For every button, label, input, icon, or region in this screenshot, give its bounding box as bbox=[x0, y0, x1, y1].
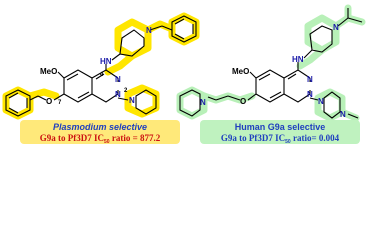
left-o-label: O bbox=[46, 97, 52, 106]
left-piperidine-n-label: N bbox=[146, 26, 152, 35]
right-nh-label: HN bbox=[292, 55, 304, 64]
left-position-7: 7 bbox=[58, 100, 62, 106]
right-ring-n-label: N bbox=[200, 98, 206, 107]
left-atoms: HN N N N MeO O N 4 7 2 bbox=[40, 26, 152, 106]
right-n1-label: N bbox=[307, 90, 313, 99]
right-meo-label: MeO bbox=[232, 67, 249, 76]
structure-diagram: HN N N N MeO O N 4 7 2 bbox=[2, 4, 366, 145]
left-position-4: 4 bbox=[100, 72, 104, 78]
left-caption-title: Plasmodium selective bbox=[53, 122, 147, 132]
right-caption-ratio: G9a to Pf3D7 IC50 ratio= 0.004 bbox=[221, 133, 340, 145]
right-n3-label: N bbox=[307, 75, 313, 84]
right-piperazine-n1-label: N bbox=[318, 97, 324, 106]
right-ratio-prefix: G9a to Pf3D7 IC bbox=[221, 133, 285, 143]
right-piperidine-n-label: N bbox=[333, 23, 339, 32]
left-pip2-n-label: N bbox=[129, 96, 135, 105]
right-ratio-suffix: ratio= 0.004 bbox=[291, 133, 340, 143]
right-caption-box bbox=[200, 120, 360, 144]
left-bonds bbox=[5, 15, 197, 117]
right-piperazine-n4-label: N bbox=[340, 110, 346, 119]
right-caption: Human G9a selective G9a to Pf3D7 IC50 ra… bbox=[200, 120, 360, 145]
left-ratio-prefix: G9a to Pf3D7 IC bbox=[40, 133, 104, 143]
right-molecule: HN N N N MeO O N N N bbox=[176, 4, 366, 122]
left-caption-box bbox=[20, 120, 180, 144]
left-meo-label: MeO bbox=[40, 67, 57, 76]
left-n3-label: N bbox=[115, 75, 121, 84]
left-nh-label: HN bbox=[100, 57, 112, 66]
right-o-label: O bbox=[240, 97, 246, 106]
left-molecule: HN N N N MeO O N 4 7 2 bbox=[2, 12, 200, 120]
left-highlight bbox=[2, 12, 200, 120]
figure-canvas: HN N N N MeO O N 4 7 2 bbox=[2, 4, 366, 145]
left-ratio-sub: 50 bbox=[104, 139, 110, 145]
left-ratio-suffix: ratio = 877.2 bbox=[110, 133, 161, 143]
left-n1-label: N bbox=[115, 90, 121, 99]
right-ratio-sub: 50 bbox=[285, 139, 291, 145]
left-position-2: 2 bbox=[124, 88, 128, 94]
right-bonds bbox=[179, 8, 363, 119]
right-caption-title: Human G9a selective bbox=[235, 122, 326, 132]
right-atoms: HN N N N MeO O N N N bbox=[200, 23, 346, 119]
left-caption: Plasmodium selective G9a to Pf3D7 IC50 r… bbox=[20, 120, 180, 145]
left-caption-ratio: G9a to Pf3D7 IC50 ratio = 877.2 bbox=[40, 133, 161, 145]
